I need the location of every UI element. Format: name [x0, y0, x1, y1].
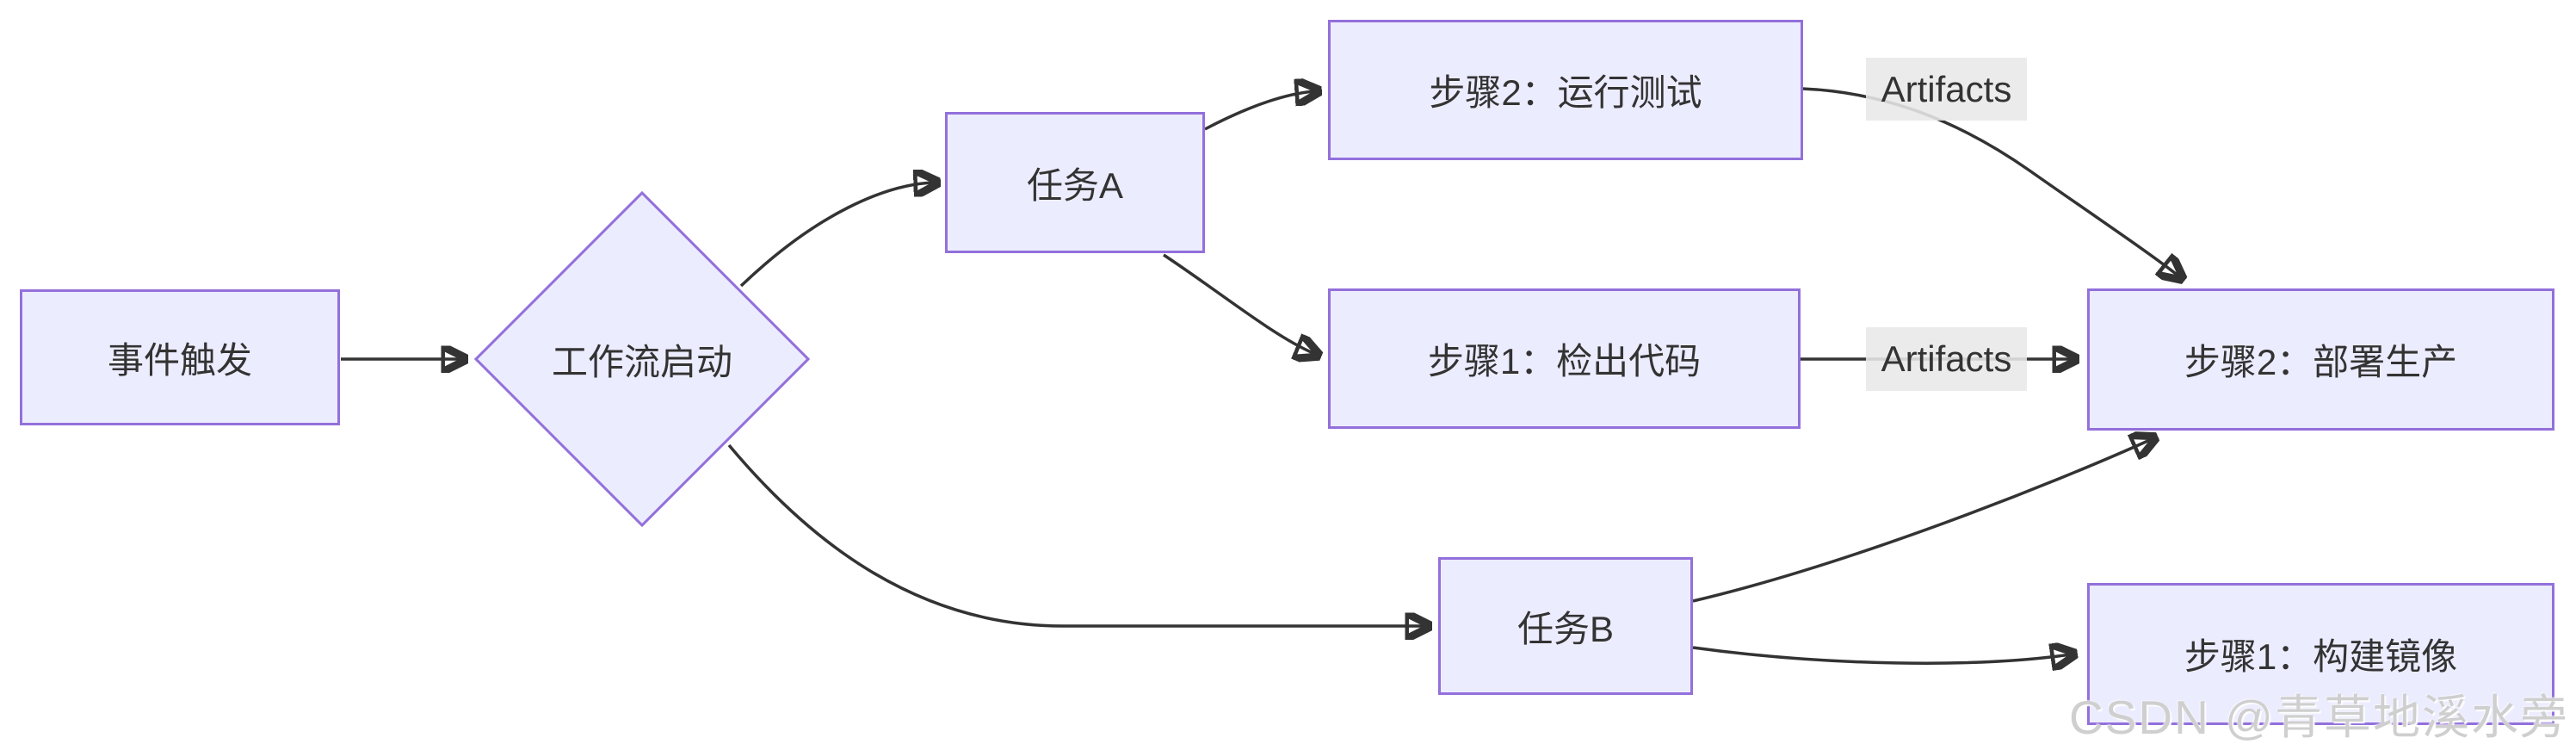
csdn-watermark: CSDN @青草地溪水旁 [2069, 691, 2569, 744]
node-step2-deploy: 步骤2：部署生产 [2087, 288, 2554, 431]
edge-label-artifacts-mid: Artifacts [1866, 327, 2027, 391]
node-step1-checkout: 步骤1：检出代码 [1328, 288, 1801, 429]
node-task-a-label: 任务A [1026, 164, 1123, 206]
edge-decision-to-task-a [739, 183, 934, 288]
node-step2-deploy-label: 步骤2：部署生产 [2184, 342, 2458, 382]
edge-task-b-to-build-image [1692, 648, 2071, 663]
node-event: 事件触发 [20, 289, 340, 425]
node-step1-checkout-label: 步骤1：检出代码 [1427, 341, 1702, 381]
edge-label-artifacts-mid-text: Artifacts [1881, 338, 2012, 379]
edge-task-b-to-deploy [1692, 439, 2152, 603]
edge-label-artifacts-top-text: Artifacts [1881, 68, 2012, 109]
node-decision: 工作流启动 [522, 239, 763, 480]
node-task-b-label: 任务B [1517, 608, 1614, 649]
node-task-b: 任务B [1438, 557, 1693, 695]
edge-label-artifacts-top: Artifacts [1866, 58, 2027, 121]
node-task-a: 任务A [945, 112, 1205, 253]
edge-task-a-to-checkout [1163, 253, 1315, 354]
edge-task-a-to-run-tests [1204, 91, 1315, 131]
node-step1-build-image: 步骤1：构建镜像 [2087, 583, 2554, 725]
node-decision-label: 工作流启动 [551, 341, 732, 382]
node-event-label: 事件触发 [107, 339, 252, 381]
node-step1-build-image-label: 步骤1：构建镜像 [2184, 636, 2458, 677]
node-step2-run-tests: 步骤2：运行测试 [1328, 20, 1803, 160]
node-step2-run-tests-label: 步骤2：运行测试 [1429, 72, 1702, 113]
edge-decision-to-task-b [727, 443, 1425, 626]
